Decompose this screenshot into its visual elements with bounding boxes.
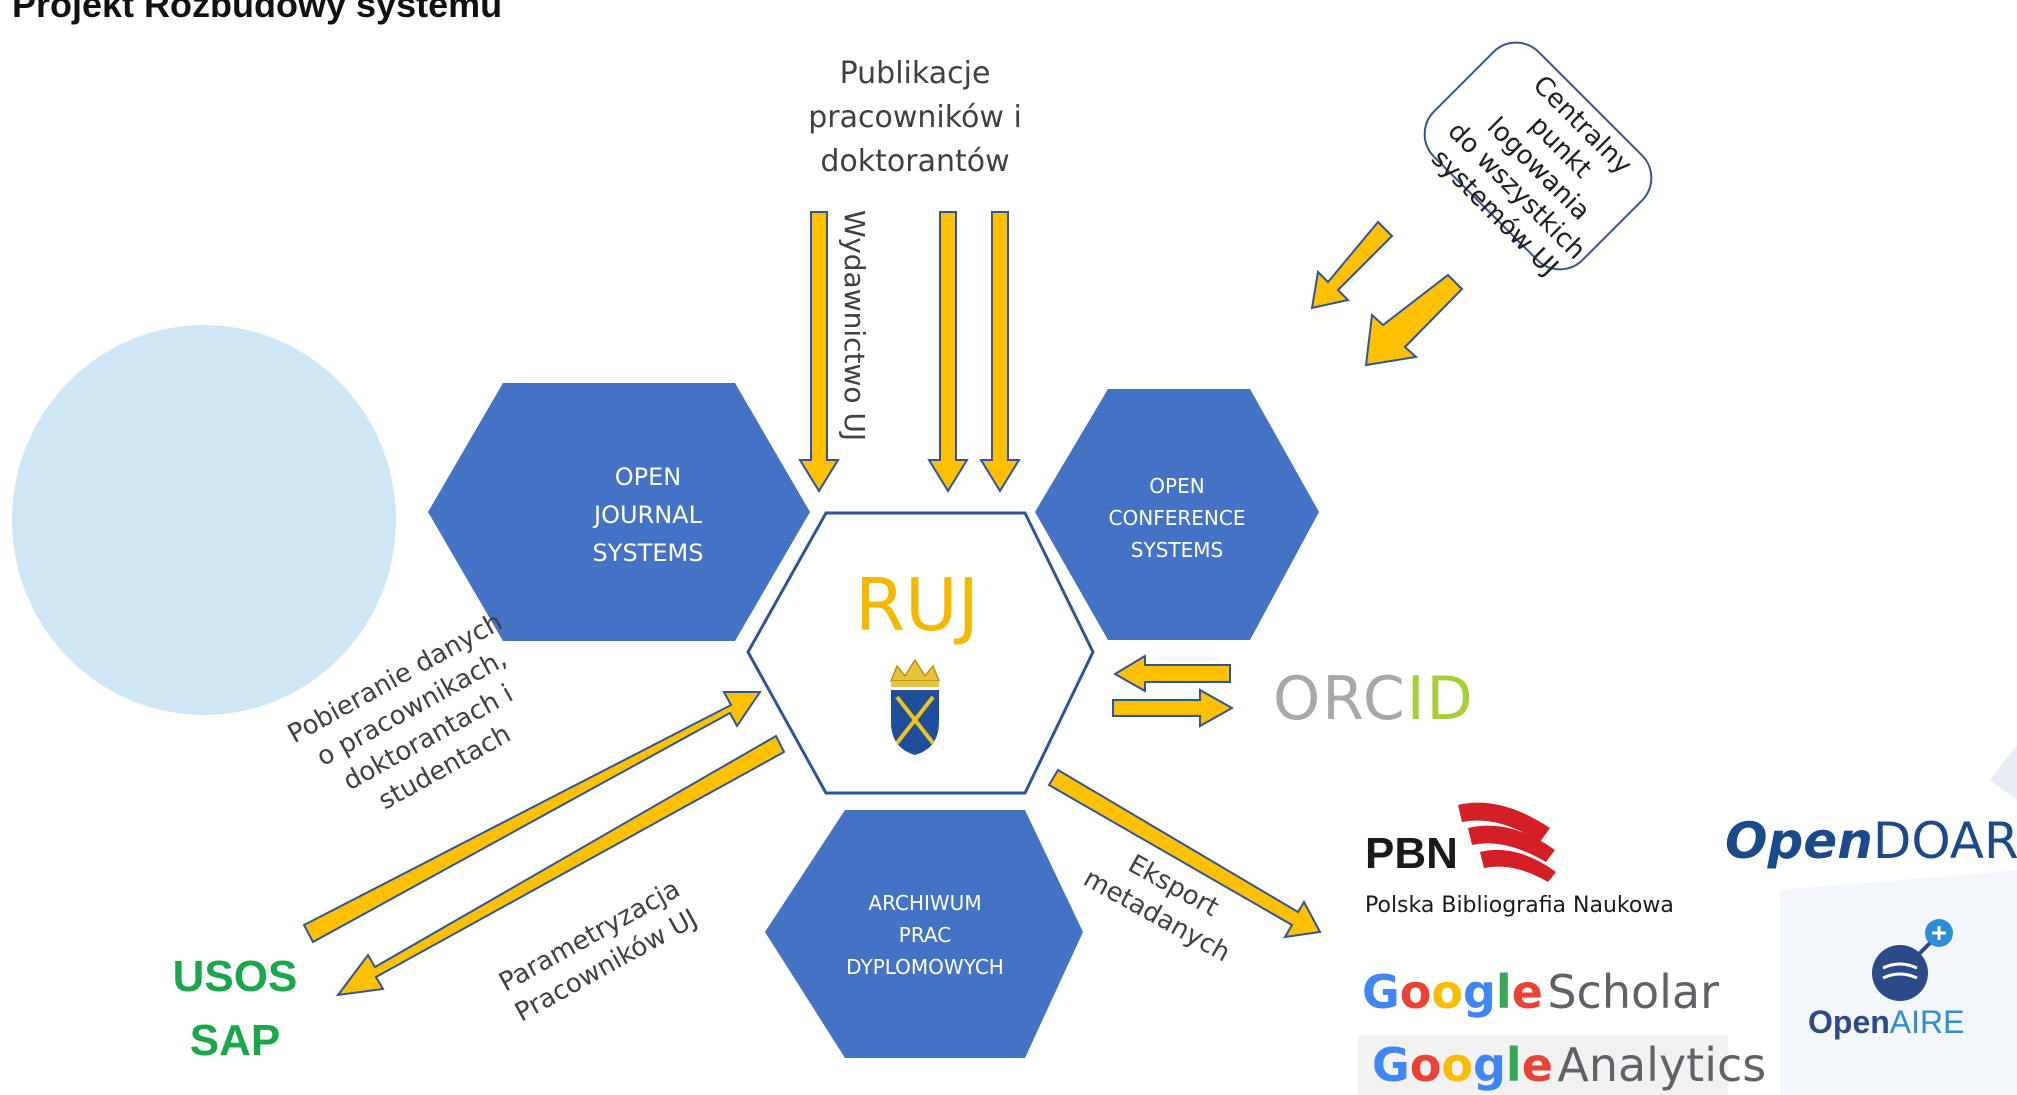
arrow-orcid-in (1113, 654, 1231, 693)
usos-label: USOS (172, 952, 298, 1001)
openaire-logo-text: OpenAIRE (1808, 1004, 1965, 1040)
hex-ocs-label: OPEN CONFERENCE SYSTEMS (1108, 474, 1246, 562)
opendoar-logo: OpenDOAR (1725, 812, 2017, 870)
google-analytics-logo: Google Analytics (1372, 1038, 1767, 1092)
corner-decoration (1990, 745, 2017, 800)
arrow-orcid-out (1112, 688, 1235, 728)
pbn-logo-icon (1458, 802, 1556, 882)
wydawnictwo-label: Wydawnictwo UJ (838, 210, 871, 442)
openaire-logo-icon (1872, 919, 1953, 1001)
placeholder-circle (12, 325, 396, 715)
arrow-logowanie-1 (1310, 220, 1394, 310)
hex-archiwum-prac[interactable] (765, 810, 1083, 1058)
publikacje-label: Publikacje pracowników i doktorantów (808, 56, 1022, 179)
page-title: Projekt Rozbudowy systemu (12, 0, 503, 25)
google-analytics-bg (1358, 1035, 1728, 1095)
google-scholar-logo: Google Scholar (1362, 965, 1720, 1019)
arrow-parametryzacja (335, 734, 786, 997)
hex-open-conference-systems[interactable] (1035, 389, 1319, 640)
arrow-logowanie-2 (1364, 273, 1464, 367)
hex-ojs-label: OPEN JOURNAL SYSTEMS (592, 463, 704, 567)
centralny-box (1423, 41, 1653, 271)
arrow-wydawnictwo (798, 211, 840, 493)
arrow-eksport (1047, 768, 1322, 939)
arrow-pobieranie (302, 691, 762, 944)
hex-ruj-center[interactable] (746, 511, 1095, 795)
sap-label: SAP (189, 1016, 281, 1065)
ruj-label: RUJ (855, 563, 979, 647)
pbn-logo-text: PBN (1365, 829, 1458, 878)
hex-open-journal-systems[interactable] (428, 383, 810, 641)
uj-crest-icon (889, 658, 941, 755)
hex-archiwum-label: ARCHIWUM PRAC DYPLOMOWYCH (846, 891, 1004, 979)
orcid-logo: ORCID (1273, 664, 1475, 734)
arrow-publikacje-2 (979, 211, 1021, 493)
pbn-full-name: Polska Bibliografia Naukowa (1365, 893, 1674, 918)
arrow-publikacje-1 (927, 211, 969, 493)
